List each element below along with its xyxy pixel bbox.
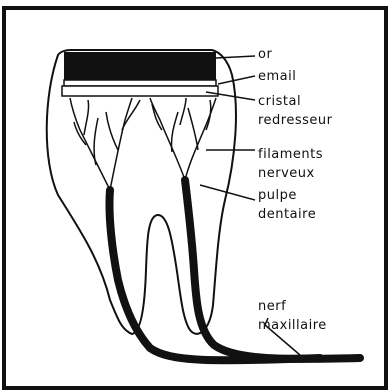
nerve-filaments-right [150, 98, 216, 180]
enamel-layer [64, 80, 216, 86]
label-cristal-line2: redresseur [258, 113, 333, 128]
label-pulpe-line2: dentaire [258, 207, 316, 222]
leader-email [218, 76, 255, 84]
label-nerf-line1: nerf [258, 299, 286, 314]
gold-cap [64, 52, 216, 80]
label-filaments-line1: filaments [258, 147, 323, 162]
label-cristal-line1: cristal [258, 94, 301, 109]
label-nerf-line2: maxillaire [258, 318, 327, 333]
label-pulpe-line1: pulpe [258, 188, 297, 203]
nerve-filaments-left [70, 98, 140, 190]
crystal-rectifier [62, 86, 218, 96]
label-email: email [258, 69, 296, 84]
label-filaments-line2: nerveux [258, 166, 315, 181]
label-or: or [258, 47, 272, 62]
